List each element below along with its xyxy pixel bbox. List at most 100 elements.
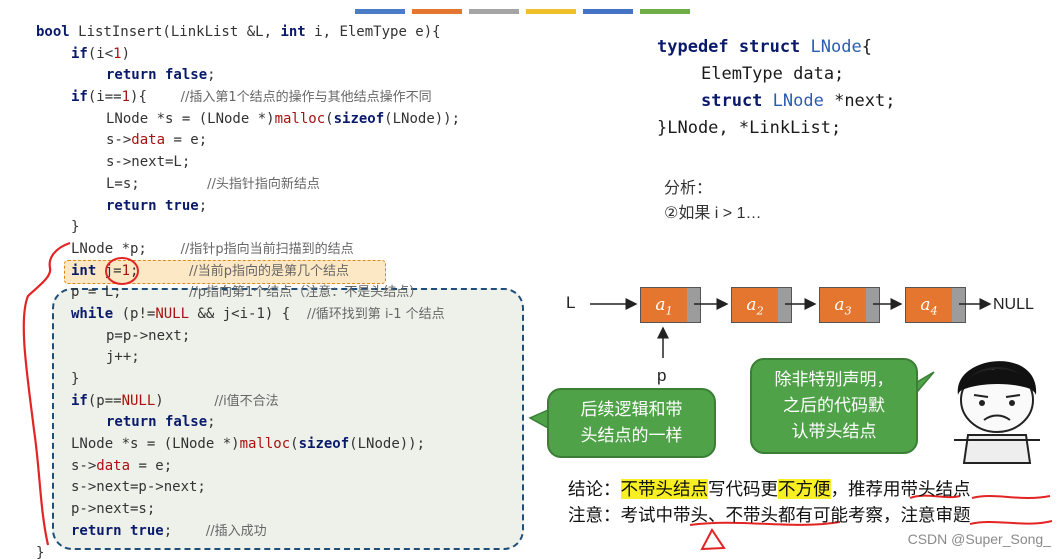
code-token: LNode	[800, 37, 862, 57]
node-data: a4	[905, 287, 953, 323]
color-bar-2	[412, 9, 462, 14]
code-line: }	[36, 217, 460, 239]
code-token: (	[290, 436, 299, 453]
code-comment: //p指向第1个结点（注意：不是头结点）	[189, 285, 423, 301]
code-token: p = L;	[71, 284, 122, 301]
red-underline-2	[971, 495, 1051, 499]
bubble-text: 除非特别声明，	[774, 370, 894, 389]
code-token: (i==	[87, 89, 122, 106]
conclusion-text: ，推荐用带头结点	[830, 479, 971, 499]
node-data: a1	[640, 287, 688, 323]
code-line: j++;	[36, 347, 460, 369]
p-pointer-label: p	[657, 366, 667, 385]
code-token: int	[71, 262, 97, 279]
code-token: i, ElemType e){	[305, 24, 441, 40]
code-token: }LNode, *LinkList;	[657, 118, 842, 138]
code-token: j++;	[106, 349, 140, 366]
code-line: }	[36, 369, 460, 391]
code-comment: //指针p指向当前扫描到的结点	[180, 241, 354, 257]
code-comment: //循环找到第 i-1 个结点	[307, 306, 445, 322]
color-bar-3	[469, 9, 519, 14]
code-token: }	[71, 219, 80, 236]
code-token: 1	[113, 45, 122, 62]
code-token: {	[861, 37, 872, 57]
code-token: (LNode));	[384, 110, 461, 127]
code-comment: //头指针指向新结点	[207, 176, 320, 192]
code-line: LNode *p; //指针p指向当前扫描到的结点	[36, 239, 460, 261]
code-line: return true;	[36, 196, 460, 218]
struct-line: struct LNode *next;	[657, 88, 896, 115]
code-line: if(i==1){ //插入第1个结点的操作与其他结点操作不同	[36, 87, 460, 109]
node-data: a2	[731, 287, 779, 323]
color-bar-5	[583, 9, 633, 14]
code-token: return true	[71, 522, 164, 539]
watermark: CSDN @Super_Song_	[907, 531, 1051, 547]
red-underline-4	[969, 520, 1053, 525]
null-label: NULL	[993, 296, 1034, 313]
code-token: }	[71, 371, 80, 387]
code-token: bool	[36, 24, 70, 40]
meme-face-illustration	[954, 361, 1040, 464]
code-token: sizeof	[298, 436, 350, 453]
code-line: s->next=p->next;	[36, 477, 460, 499]
code-token: s->	[106, 132, 132, 149]
code-token: = e;	[130, 457, 173, 474]
code-token: data	[131, 132, 166, 149]
color-bar-1	[355, 9, 405, 14]
struct-line: ElemType data;	[657, 61, 896, 88]
code-token: p->next=s;	[71, 501, 156, 518]
code-comment: //i值不合法	[214, 393, 279, 409]
dashed-region-loop	[52, 288, 524, 550]
code-token: struct	[701, 91, 763, 111]
conclusion-label: 结论：	[568, 479, 621, 499]
code-token: ListInsert(LinkList &L,	[69, 24, 281, 40]
code-token: NULL	[121, 392, 156, 409]
bubble-text: 之后的代码默	[783, 396, 885, 415]
code-comment: //当前p指向的是第几个结点	[189, 263, 350, 279]
code-block: bool ListInsert(LinkList &L, int i, Elem…	[36, 22, 460, 559]
code-token: return false	[106, 414, 208, 431]
code-line: p->next=s;	[36, 499, 460, 521]
code-token: data	[96, 457, 131, 474]
code-comment: //插入成功	[205, 523, 267, 539]
color-bar-4	[526, 9, 576, 14]
code-line: if(p==NULL) //i值不合法	[36, 391, 460, 413]
code-token: if	[71, 89, 88, 106]
bubble-tail-left	[528, 408, 549, 430]
slide-color-bar	[355, 9, 690, 14]
code-token: j=	[96, 262, 122, 279]
red-triangle-mark	[700, 528, 726, 551]
note-bubble-left: 后续逻辑和带头结点的一样	[547, 388, 716, 458]
node-pointer	[952, 287, 966, 323]
conclusion-line: 结论：不带头结点写代码更不方便，推荐用带头结点	[568, 476, 971, 501]
code-line: LNode *s = (LNode *)malloc(sizeof(LNode)…	[36, 109, 460, 131]
node-data: a3	[819, 287, 867, 323]
code-token: return true	[106, 197, 199, 214]
conclusion-text: 写代码更	[708, 479, 778, 499]
node-pointer	[778, 287, 792, 323]
code-token: )	[121, 45, 131, 62]
code-token: while	[71, 305, 114, 322]
bubble-text: 头结点的一样	[580, 426, 683, 445]
analysis-title: 分析：	[664, 180, 713, 197]
code-line: s->next=L;	[36, 152, 460, 174]
code-token: LNode *p;	[71, 240, 147, 257]
code-line: }	[36, 543, 460, 559]
code-token: int	[280, 24, 306, 40]
code-line: bool ListInsert(LinkList &L, int i, Elem…	[36, 22, 460, 44]
code-line: p = L; //p指向第1个结点（注意：不是头结点）	[36, 282, 460, 304]
code-line: if(i<1)	[36, 44, 460, 66]
code-token: ;	[198, 197, 208, 214]
node-pointer	[866, 287, 880, 323]
conclusion-highlight: 不带头结点	[620, 479, 708, 499]
code-line: while (p!=NULL && j<i-1) { //循环找到第 i-1 个…	[36, 304, 460, 326]
struct-line: }LNode, *LinkList;	[657, 115, 896, 142]
struct-line: typedef struct LNode{	[657, 34, 896, 61]
note-line: 注意：考试中带头、不带头都有可能考察，注意审题	[568, 505, 971, 525]
code-token: ;	[207, 67, 216, 84]
code-token: 1	[121, 89, 131, 106]
code-token: (	[325, 110, 334, 127]
code-line: p=p->next;	[36, 326, 460, 348]
conclusion-highlight: 不方便	[778, 479, 831, 499]
bubble-text: 后续逻辑和带	[580, 400, 683, 419]
